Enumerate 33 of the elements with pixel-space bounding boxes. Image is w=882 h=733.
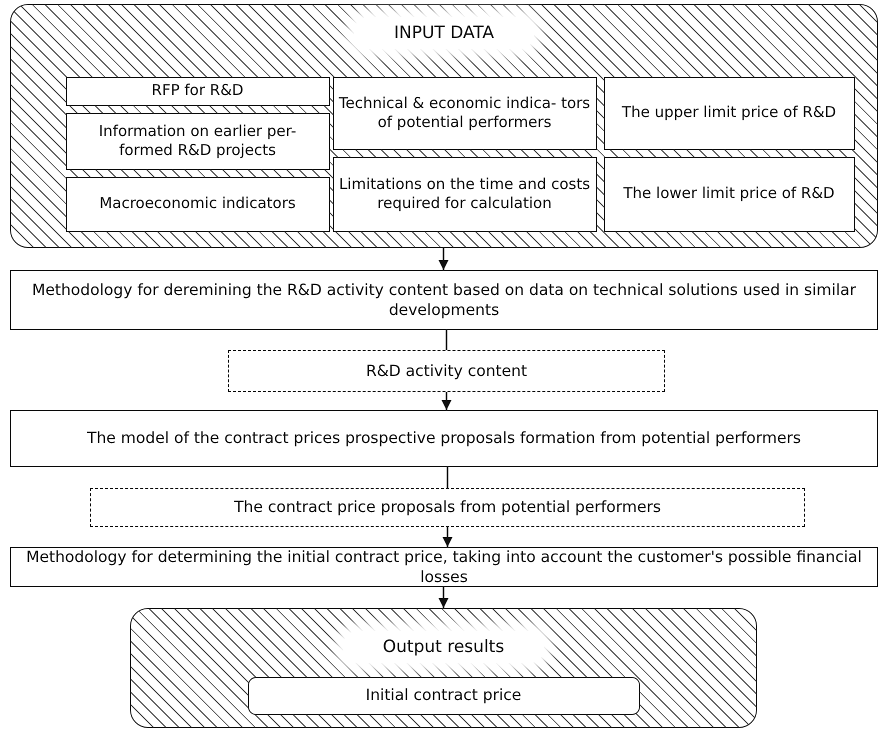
box-text: Limitations on the time and costs required for calculation: [338, 174, 592, 214]
process-box: [248, 676, 640, 714]
box-text: Initial contract price: [366, 685, 522, 706]
process-box: [604, 76, 854, 150]
box-text: R&D activity content: [366, 360, 528, 382]
group-title: INPUT DATA: [354, 17, 534, 50]
process-box: [10, 270, 878, 330]
process-box: [10, 410, 878, 467]
box-text: Macroeconomic indicators: [99, 194, 296, 214]
hatched-group-frame: [130, 608, 757, 728]
box-text: Technical & economic indica- tors of potential performers: [338, 94, 592, 132]
box-text: The contract price proposals from potential performers: [234, 497, 661, 518]
data-box: [90, 488, 805, 527]
process-box: [66, 76, 330, 106]
box-text: Methodology for deremining the R&D activity content based on data on technical solutions used in similar developments: [30, 280, 858, 320]
box-text: The upper limit price of R&D: [622, 103, 836, 123]
arrow: [438, 248, 448, 270]
data-box: [228, 350, 665, 392]
process-box: [66, 112, 330, 170]
box-text: The model of the contract prices prospective proposals formation from potential performers: [87, 428, 801, 449]
process-box: [66, 176, 330, 232]
box-text: The lower limit price of R&D: [623, 184, 835, 204]
box-text: Information on earlier per- formed R&D projects: [98, 122, 298, 160]
process-box: [332, 156, 596, 232]
box-text: RFP for R&D: [152, 81, 244, 101]
process-box: [332, 76, 596, 150]
arrow: [438, 587, 448, 608]
process-box: [604, 156, 854, 232]
arrow: [442, 527, 452, 547]
arrow: [442, 392, 452, 410]
group-title: Output results: [342, 631, 544, 664]
hatched-group-frame: [10, 4, 878, 248]
box-text: Methodology for determining the initial contract price, taking into account the customer's possible financial losses: [25, 546, 863, 588]
